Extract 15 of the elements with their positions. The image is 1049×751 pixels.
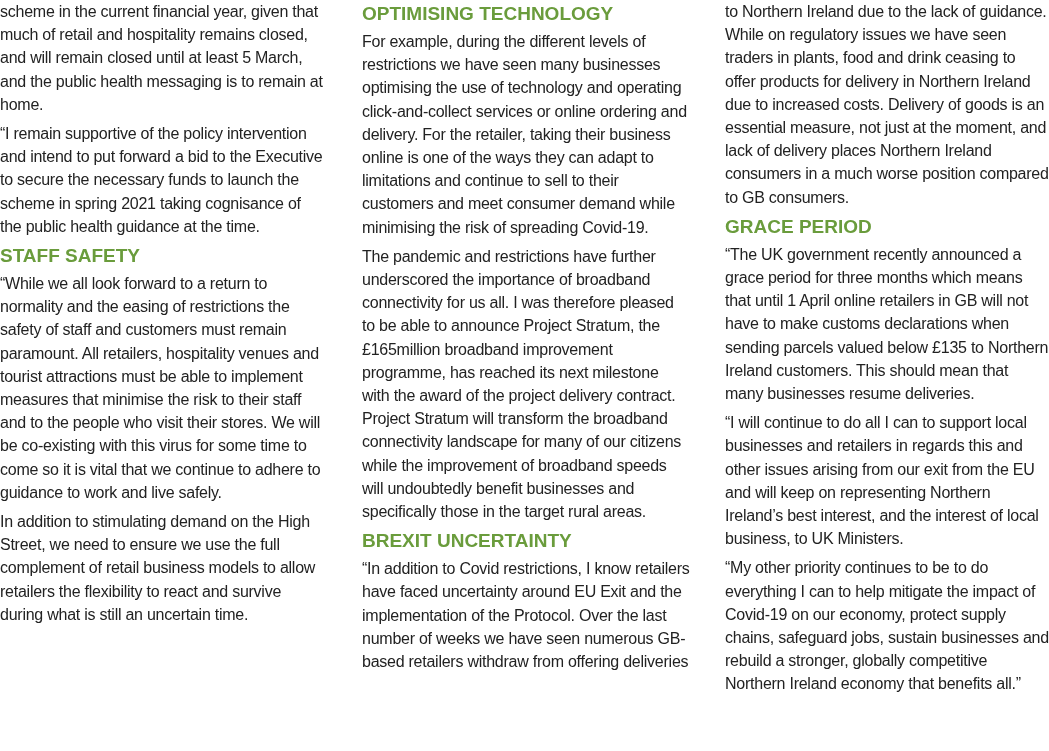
paragraph: “While we all look forward to a return to normality and the easing of restrictions the safety of staff and customers must remain paramount. All retailers, hospitality venues and tourist attractions must be able to implement measures that minimise the risk to their staff and to the people who visit their stores. We will be co-existing with this virus for some time to come so it is vital that we continue to adhere to guidance to work and live safely. — [0, 274, 322, 503]
paragraph: to Northern Ireland due to the lack of guidance. While on regulatory issues we have seen traders in plants, food and drink ceasing to offer products for delivery in Northern Ireland due to increased costs. Delivery of goods is an essential measure, not just at the moment, and lack of delivery places Northern Ireland consumers in a much worse position compared to GB consumers. — [725, 2, 1049, 208]
section-heading: BREXIT UNCERTAINTY — [362, 529, 573, 554]
section-heading: OPTIMISING TECHNOLOGY — [362, 2, 615, 26]
paragraph: “My other priority continues to be to do everything I can to help mitigate the impact of Covid-19 on our economy, protect supply chains, safeguard jobs, sustain businesses and rebuild a stronger, globally competitive Northern Ireland economy that benefits all.” — [725, 558, 1049, 695]
paragraph: The pandemic and restrictions have further underscored the importance of broadband connectivity for us all. I was therefore pleased to be able to announce Project Stratum, the £165million broadband improvement programme, has reached its next milestone with the award of the project delivery contract. Project Stratum will transform the broadband connectivity landscape for many of our citizens while the improvement of broadband speeds will undoubtedly benefit businesses and specifically those in the target rural areas. — [362, 246, 683, 523]
paragraph: For example, during the different levels of restrictions we have seen many businesses optimising the use of technology and operating click-and-collect services or online ordering and delivery. For the retailer, taking their business online is one of the ways they can adapt to limitations and continue to sell to their customers and meet consumer demand while minimising the risk of spreading Covid-19. — [362, 32, 688, 238]
paragraph: In addition to stimulating demand on the High Street, we need to ensure we use the full complement of retail business models to allow retailers the flexibility to react and survive during what is still an uncertain time. — [0, 512, 317, 625]
paragraph: “In addition to Covid restrictions, I know retailers have faced uncertainty around EU Exit and the implementation of the Protocol. Over the last number of weeks we have seen numerous GB-based retailers withdraw from offering deliveries — [362, 559, 690, 673]
paragraph: “The UK government recently announced a grace period for three months which means that until 1 April online retailers in GB will not have to make customs declarations when sending parcels valued below £135 to Northern Ireland customers. This should mean that many businesses resume deliveries. — [725, 244, 1049, 405]
paragraph: scheme in the current financial year, given that much of retail and hospitality remains closed, and will remain closed until at least 5 March, and the public health messaging is to remain at home. — [0, 2, 324, 115]
section-heading: GRACE PERIOD — [725, 214, 873, 239]
section-heading: STAFF SAFETY — [0, 244, 142, 269]
paragraph: “I remain supportive of the policy intervention and intend to put forward a bid to the Executive to secure the necessary funds to launch the scheme in spring 2021 taking cognisance of the public health guidance at the time. — [0, 124, 324, 237]
paragraph: “I will continue to do all I can to support local businesses and retailers in regards this and other issues arising from our exit from the EU and will keep on representing Northern Ireland’s best interest, and the interest of local business, to UK Ministers. — [725, 413, 1040, 550]
